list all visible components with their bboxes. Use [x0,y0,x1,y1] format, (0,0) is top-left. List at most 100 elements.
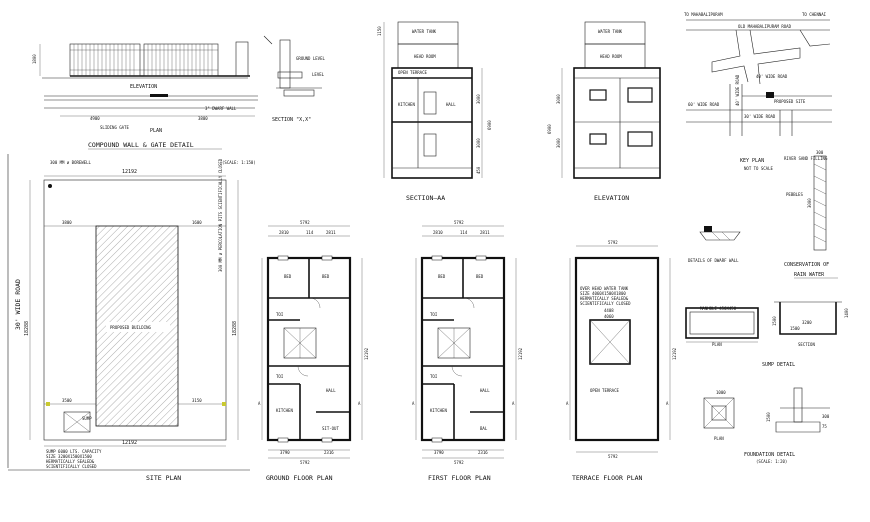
road-30: 30' WIDE ROAD [744,114,776,119]
gf-bottom-dim-2: 2316 [324,450,334,455]
tf-a-right: A [666,401,669,406]
tf-tank-note-4: SCIENTIFICALLY CLOSED [580,301,631,306]
section-aa: WATER TANK HEAD ROOM OPEN TERRACE KITCHE… [377,21,492,202]
sump-note-1: SUMP 6000 LTS. CAPACITY [46,449,102,454]
elevation-title: ELEVATION [594,194,629,202]
gf-title: GROUND FLOOR PLAN [266,474,333,482]
tf-tank-w2: 4060 [604,314,614,319]
ff-bed-1: BED [438,274,446,279]
key-plan-title: KEY PLAN [740,158,764,164]
sump-detail: MANHOLE 450X450 PLAN 3200 1500 1500 1400… [685,301,849,368]
section-water-tank: WATER TANK [412,29,437,34]
gf-bed-2: BED [322,274,330,279]
rain-title-1: CONSERVATION OF [784,262,829,268]
ground-level-label: GROUND LEVEL [296,56,325,61]
section-xx-label: SECTION "X,X" [272,117,311,123]
section-hall: HALL [446,102,456,107]
gf-top-dim-3: 2811 [326,230,336,235]
site-road: 30' WIDE ROAD [14,279,22,330]
wall-height-dim: 1800 [32,54,37,64]
gf-overall-w: 5792 [300,220,310,225]
sump-w: 3200 [802,320,812,325]
tf-tank-w: 4408 [604,308,614,313]
sump-section: SECTION [798,342,815,347]
ff-bottom-dim-1: 3790 [434,450,444,455]
gf-top-dim-1: 2810 [279,230,289,235]
front-elevation: WATER TANK HEAD ROOM 3000 3000 6900 ELEV… [547,21,661,202]
site-scale: (SCALE: 1:150) [222,160,256,165]
tf-a-left: A [566,401,569,406]
ff-toilet-2: TOI [430,374,438,379]
road-40: 40' WIDE ROAD [756,74,788,79]
setback-left: 3800 [62,220,72,225]
foundation-detail: 1000 PLAN 1500 300 75 FOUNDATION DETAIL … [703,387,830,464]
gf-top-dim-2: 114 [306,230,314,235]
percolation-note: 300 MM ø PERCOLATION PITS SCIENTIFICALLY… [218,158,223,272]
rain-depth: 3000 [807,198,812,208]
gf-a-left: A [258,401,261,406]
elev-h1: 3000 [556,94,561,104]
section-open-terrace: OPEN TERRACE [398,70,427,75]
elev-total: 6900 [547,124,552,134]
section-kitchen: KITCHEN [398,102,415,107]
road-40b: 40' WIDE ROAD [735,74,740,106]
ff-hall: HALL [480,388,490,393]
dwarf-wall-detail: DETAILS OF DWARF WALL [688,226,741,263]
key-plan-subtitle: NOT TO SCALE [744,166,773,171]
ff-overall-bottom: 5792 [454,460,464,465]
ff-overall-w: 5792 [454,220,464,225]
gf-sitout: SIT-OUT [322,426,339,431]
foundation-d1: 300 [822,414,830,419]
ff-toilet: TOI [430,312,438,317]
foundation-h: 1500 [766,412,771,422]
section-head-room: HEAD ROOM [414,54,436,59]
site-depth-right: 18288 [232,321,238,336]
tf-depth: 12192 [672,347,677,360]
foundation-d2: 75 [822,424,827,429]
section-aa-title: SECTION—AA [406,194,445,202]
ff-title: FIRST FLOOR PLAN [428,474,491,482]
section-h3: 3000 [476,138,481,148]
ff-a-left: A [412,401,415,406]
ff-balcony: BAL [480,426,488,431]
sump-note-3: HERMATICALLY SEALED& [46,459,95,464]
ff-top-dim-3: 2811 [480,230,490,235]
to-mahabalipuram: TO MAHABALIPURAM [684,12,723,17]
foundation-scale: (SCALE: 1:20) [756,459,787,464]
section-h1: 1150 [377,26,382,36]
ff-bottom-dim-2: 2316 [478,450,488,455]
dwarf-wall-title: DETAILS OF DWARF WALL [688,258,739,263]
elev-head-room: HEAD ROOM [600,54,622,59]
pebbles: PEBBLES [786,192,803,197]
section-h2: 3000 [476,94,481,104]
ff-top-dim-1: 2810 [433,230,443,235]
site-plan: 30' WIDE ROAD 300 MM ø BOREWELL (SCALE: … [7,154,256,482]
key-plan: TO MAHABALIPURAM TO CHENNAI OLD MAHABALI… [684,12,832,171]
tf-title: TERRACE FLOOR PLAN [572,474,643,482]
ff-bed-2: BED [476,274,484,279]
rain-title-2: RAIN WATER [794,272,825,278]
compound-wall-detail: 1800 ELEVATION 4900 3800 SLIDING GATE 3"… [32,35,325,150]
sump-title: SUMP DETAIL [762,362,795,368]
section-total: 6900 [487,120,492,130]
site-depth-left: 18288 [24,321,30,336]
sump-note-4: SCIENTIFICALLY CLOSED [46,464,97,469]
old-road: OLD MAHABALIPURAM ROAD [738,24,792,29]
setback-bottom-right: 3150 [192,398,202,403]
rain-water-detail: 300 RIVER SAND FILLING PEBBLES 3000 CONS… [784,150,838,279]
elev-water-tank: WATER TANK [598,29,623,34]
gf-toilet-2: TOI [276,374,284,379]
proposed-site: PROPOSED SITE [774,99,806,104]
wall-dim-right: 3800 [198,116,208,121]
foundation-plan: PLAN [714,436,724,441]
wall-dim-left: 4900 [90,116,100,121]
sliding-gate-label: SLIDING GATE [100,125,129,130]
first-floor-plan: 5792 2810 114 2811 BED BED TOI TOI HALL … [412,220,523,482]
plan-label: PLAN [150,128,162,134]
sump-note-2: SIZE 3200X1500X1500 [46,454,92,459]
site-plan-title: SITE PLAN [146,474,181,482]
tf-overall-w: 5792 [608,240,618,245]
sump-manhole: MANHOLE 450X450 [700,306,737,311]
sump-label: SUMP [82,416,92,421]
